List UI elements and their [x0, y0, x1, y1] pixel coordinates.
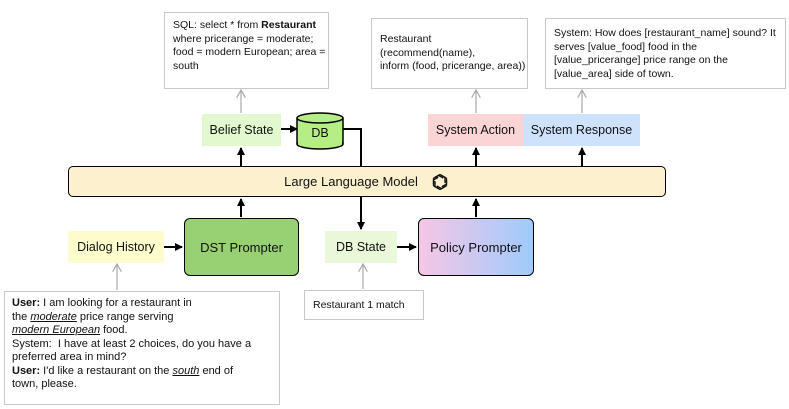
action-line-3: inform (food, pricerange, area))	[380, 60, 526, 72]
response-line-1: System: How does [restaurant_name] sound…	[554, 27, 776, 39]
belief-state-node: Belief State	[202, 114, 281, 146]
system-action-label: System Action	[435, 123, 516, 137]
policy-prompter-label: Policy Prompter	[430, 239, 522, 255]
db-cylinder	[296, 112, 344, 150]
openai-logo-icon	[430, 172, 450, 192]
response-line-3: [value_pricerange] price range on the	[554, 54, 728, 66]
user-turn-1-c-post: food.	[100, 324, 128, 336]
system-response-node: System Response	[523, 114, 640, 146]
system-response-label: System Response	[530, 123, 633, 137]
llm-bar: Large Language Model	[68, 166, 666, 197]
user-turn-2-b: town, please.	[12, 378, 77, 390]
user-speaker-1: User:	[12, 297, 41, 309]
user-turn-2-a-post: end of	[199, 364, 234, 377]
sql-prefix: SQL: select * from	[173, 19, 262, 31]
user-turn-1-b-pre: the	[12, 310, 31, 323]
policy-prompter-node: Policy Prompter	[418, 218, 534, 276]
db-result-text: Restaurant 1 match	[313, 299, 405, 311]
system-response-note: System: How does [restaurant_name] sound…	[545, 18, 786, 89]
sql-line-2: where pricerange = moderate;	[173, 32, 314, 45]
dst-prompter-label: DST Prompter	[200, 239, 283, 255]
belief-state-label: Belief State	[209, 123, 274, 137]
db-text: DB	[311, 126, 329, 140]
db-state-label: DB State	[335, 240, 387, 254]
db-label: DB	[297, 122, 343, 144]
dialog-history-node: Dialog History	[68, 231, 164, 263]
llm-label: Large Language Model	[284, 174, 418, 189]
db-state-node: DB State	[325, 231, 397, 263]
dialog-history-label: Dialog History	[77, 240, 155, 254]
action-line-2: (recommend(name),	[380, 46, 476, 59]
dialog-history-note: User: I am looking for a restaurant in t…	[4, 291, 280, 405]
dst-prompter-node: DST Prompter	[184, 218, 299, 276]
system-turn-1-b: preferred area in mind?	[12, 351, 127, 363]
user-turn-1-a: I am looking for a restaurant in	[40, 297, 192, 309]
system-action-note: Restaurant (recommend(name), inform (foo…	[371, 18, 528, 89]
user-turn-1-b-em: moderate	[30, 310, 77, 323]
system-action-node: System Action	[428, 114, 523, 146]
user-turn-2-a-pre: I'd like a restaurant on the	[40, 364, 173, 377]
response-line-4: [value_area] side of town.	[554, 67, 674, 80]
action-line-1: Restaurant	[380, 33, 432, 45]
sql-table: Restaurant	[261, 19, 316, 31]
user-turn-1-b-post: price range serving	[76, 310, 174, 323]
user-turn-1-c-em: modern European	[12, 324, 101, 336]
sql-line-4: south	[173, 59, 199, 72]
user-speaker-2: User:	[12, 364, 41, 377]
sql-query-note: SQL: select * from Restaurant where pric…	[164, 12, 329, 89]
response-line-2: serves [value_food] food in the	[554, 40, 698, 53]
db-result-note: Restaurant 1 match	[304, 290, 424, 320]
user-turn-2-a-em: south	[172, 364, 200, 377]
system-turn-1-a: System: I have at least 2 choices, do yo…	[12, 337, 252, 350]
sql-line-3: food = modern European; area =	[173, 46, 326, 58]
